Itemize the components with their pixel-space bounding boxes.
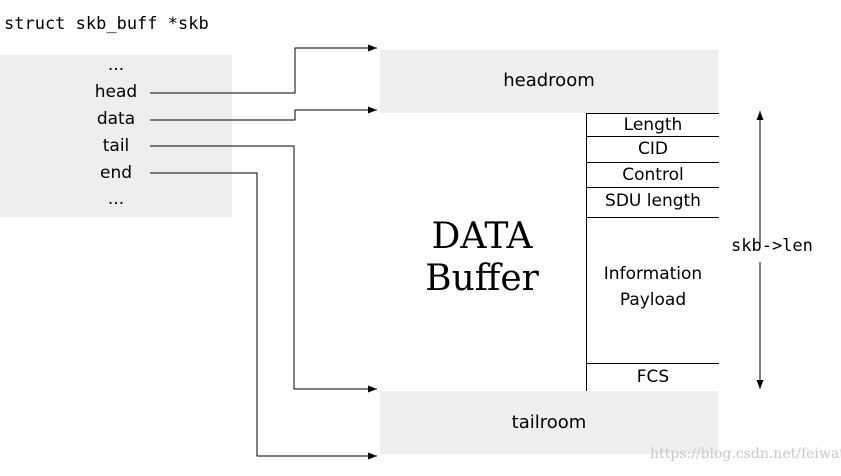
info-payload-line1: Information — [603, 264, 703, 284]
watermark-text: https://blog.csdn.net/feiwatson — [650, 446, 841, 462]
data-buffer-line1: DATA — [431, 216, 533, 257]
field-ellipsis-bottom: ... — [107, 189, 125, 209]
packet-field-length: Length — [587, 113, 719, 137]
field-tail: tail — [102, 136, 130, 156]
field-ellipsis-top: ... — [107, 55, 125, 75]
struct-fields-box: ... head data tail end ... — [0, 55, 232, 217]
info-payload-line2: Payload — [619, 290, 687, 310]
packet-field-cid: CID — [587, 137, 719, 163]
data-pointer-arrow — [150, 106, 377, 121]
packet-field-sdu-length: SDU length — [587, 188, 719, 218]
field-end: end — [99, 163, 133, 183]
data-buffer-label: DATA Buffer — [402, 216, 562, 300]
tail-pointer-arrow — [150, 145, 377, 393]
headroom-region: headroom — [380, 50, 718, 113]
skb-len-label: skb->len — [731, 236, 813, 256]
packet-field-control: Control — [587, 163, 719, 188]
headroom-label: headroom — [503, 70, 595, 91]
tailroom-region: tailroom — [380, 391, 718, 454]
packet-field-information-payload: Information Payload — [587, 218, 719, 364]
tailroom-label: tailroom — [511, 412, 587, 433]
field-data: data — [96, 109, 136, 129]
struct-title: struct skb_buff *skb — [4, 14, 209, 34]
data-area — [380, 113, 718, 391]
head-pointer-arrow — [150, 44, 377, 94]
packet-fields-column: Length CID Control SDU length Informatio… — [586, 113, 719, 391]
field-head: head — [94, 82, 138, 102]
data-buffer-line2: Buffer — [425, 258, 539, 299]
packet-field-fcs: FCS — [636, 367, 670, 387]
end-pointer-arrow — [150, 172, 377, 460]
